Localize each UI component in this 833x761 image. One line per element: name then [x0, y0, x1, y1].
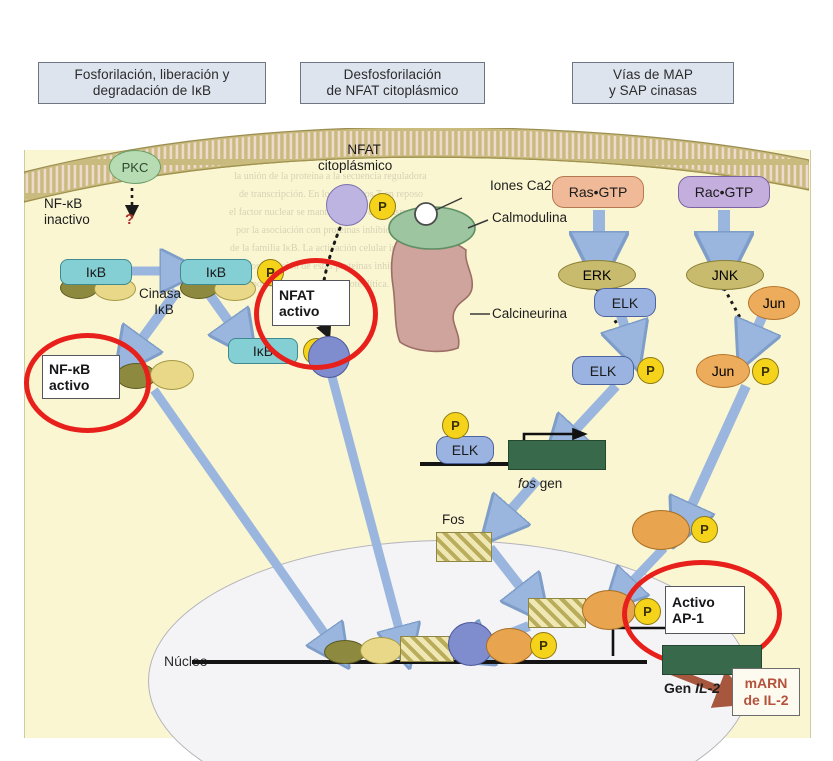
ras-gtp-protein: Ras•GTP: [552, 176, 644, 208]
jun-protein-phospho: Jun: [696, 354, 750, 388]
header-box-nfat: Desfosforilación de NFAT citoplásmico: [300, 62, 485, 104]
jun-label-free: Jun: [762, 295, 786, 311]
ikb-protein-inactive: IκB: [60, 259, 132, 285]
fos-gene-label: fos gen: [518, 476, 563, 491]
header-mapk-line1: Vías de MAP: [613, 67, 693, 82]
phosphate-nfat-cytoplasmic: P: [369, 193, 396, 220]
ikb-protein-phospho: IκB: [180, 259, 252, 285]
pkc-protein: PKC: [109, 150, 161, 184]
elk-label-free: ELK: [611, 294, 639, 311]
header-nfkb-line1: Fosforilación, liberación y: [74, 67, 230, 82]
jnk-protein: JNK: [686, 260, 764, 290]
calcineurin-label: Calcineurina: [492, 306, 568, 321]
header-nfat-line1: Desfosforilación: [343, 67, 442, 82]
dna-strand-il2: [192, 660, 647, 664]
mrna-label-l1: mARN: [744, 675, 788, 691]
il2-bound-p65: [360, 637, 402, 664]
elk-label-bound: ELK: [451, 442, 479, 458]
elk-protein-phospho: ELK: [572, 356, 634, 385]
header-box-mapk: Vías de MAP y SAP cinasas: [572, 62, 734, 104]
calmodulin-label: Calmodulina: [492, 210, 568, 225]
fos-protein-label: Fos: [442, 512, 465, 527]
nfkb-p65-subunit-active: [150, 360, 194, 390]
highlight-circle-nfkb-active: [24, 333, 151, 433]
phosphate-jun-nuclear: P: [691, 516, 718, 543]
phosphate-elk-bound: P: [442, 412, 469, 439]
il2-gene-label: Gen IL-2: [664, 680, 721, 696]
rac-gtp-label: Rac•GTP: [694, 184, 754, 200]
il2-bound-jun: [486, 628, 534, 664]
cell-diagram: la unión de la proteína a la secuencia r…: [24, 128, 811, 761]
phosphate-jun: P: [752, 358, 779, 385]
elk-protein-bound: ELK: [436, 436, 494, 464]
elk-protein-free: ELK: [594, 288, 656, 317]
fos-gene-box: [508, 440, 606, 470]
jnk-label: JNK: [711, 267, 739, 283]
ikb-label-phospho: IκB: [205, 264, 227, 280]
jun-label-phospho: Jun: [711, 363, 735, 379]
nucleus-label: Núcleo: [164, 653, 208, 669]
pkc-label: PKC: [121, 159, 149, 175]
question-mark-label: ?: [125, 211, 135, 228]
calcineurin-calmodulin-complex: [388, 197, 490, 353]
erk-protein: ERK: [558, 260, 636, 290]
elk-label-phospho: ELK: [589, 362, 617, 379]
header-nfat-line2: de NFAT citoplásmico: [326, 83, 459, 98]
jun-protein-nuclear: [632, 510, 690, 550]
phosphate-elk: P: [637, 357, 664, 384]
highlight-circle-nfat-active: [254, 258, 378, 370]
fos-protein-box: [436, 532, 492, 562]
mrna-il2-box: mARN de IL-2: [732, 668, 800, 716]
rac-gtp-protein: Rac•GTP: [678, 176, 770, 208]
header-mapk-line2: y SAP cinasas: [608, 83, 698, 98]
ikb-label-inactive: IκB: [85, 264, 107, 280]
erk-label: ERK: [582, 267, 612, 283]
ap1-fos-subunit: [528, 598, 586, 628]
ras-gtp-label: Ras•GTP: [568, 184, 628, 200]
header-box-nfkb: Fosforilación, liberación y degradación …: [38, 62, 266, 104]
phosphate-il2-complex: P: [530, 632, 557, 659]
nfat-cytoplasmic-protein: [326, 184, 368, 226]
mrna-label-l2: de IL-2: [743, 692, 789, 708]
jun-protein-free: Jun: [748, 286, 800, 320]
header-nfkb-line2: degradación de IκB: [92, 83, 212, 98]
calcium-ions-label: Iones Ca2+: [490, 178, 560, 193]
il2-bound-fos: [400, 636, 454, 662]
